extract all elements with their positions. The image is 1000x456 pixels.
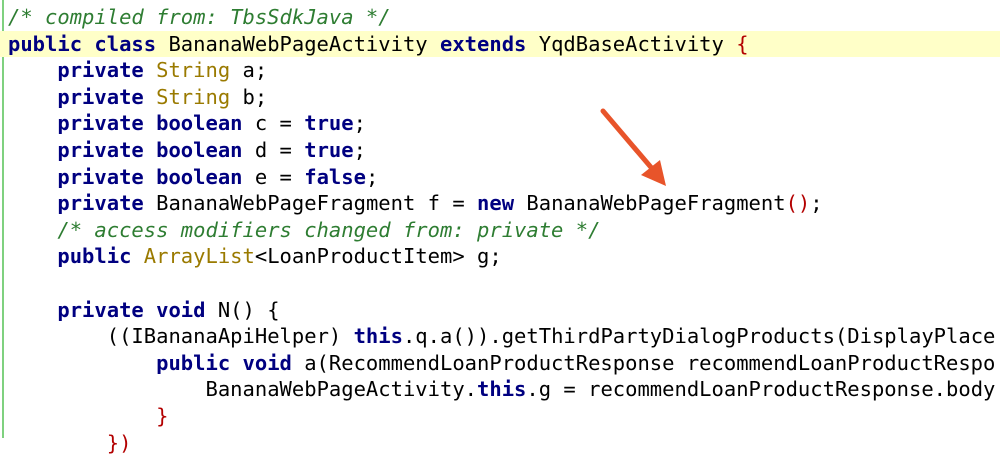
code-line-3: private String a;: [0, 57, 1000, 84]
field-f: BananaWebPageFragment f =: [144, 191, 477, 215]
base-class-name: YqdBaseActivity: [526, 32, 736, 56]
api-call-start: ((IBananaApiHelper): [107, 324, 354, 348]
type-boolean: boolean: [156, 165, 242, 189]
open-brace: {: [736, 32, 748, 56]
keyword-public-class: public class: [8, 32, 156, 56]
code-line-17: }): [0, 430, 1000, 456]
field-b: b;: [230, 85, 267, 109]
method-n-signature: N() {: [205, 298, 279, 322]
code-line-7: private boolean e = false;: [0, 164, 1000, 191]
keyword-private: private: [57, 191, 143, 215]
callback-signature: a(RecommendLoanProductResponse recommend…: [292, 351, 996, 375]
semicolon: ;: [810, 191, 822, 215]
close-partial: }): [107, 431, 132, 455]
keyword-private: private: [57, 165, 143, 189]
comment-compiled-from: /* compiled from: TbsSdkJava */: [8, 5, 391, 29]
close-brace: }: [156, 404, 168, 428]
keyword-private: private: [57, 85, 143, 109]
keyword-public: public: [57, 244, 131, 268]
keyword-private: private: [57, 138, 143, 162]
type-string: String: [156, 85, 230, 109]
comment-access-modifiers: /* access modifiers changed from: privat…: [57, 218, 600, 242]
literal-true: true: [304, 138, 353, 162]
literal-true: true: [304, 111, 353, 135]
code-line-4: private String b;: [0, 84, 1000, 111]
keyword-this: this: [354, 324, 403, 348]
constructor-call: BananaWebPageFragment: [514, 191, 786, 215]
code-line-5: private boolean c = true;: [0, 110, 1000, 137]
code-line-8: private BananaWebPageFragment f = new Ba…: [0, 190, 1000, 217]
type-arraylist: ArrayList: [144, 244, 255, 268]
code-line-2: public class BananaWebPageActivity exten…: [0, 31, 1000, 58]
code-line-16: }: [0, 403, 1000, 430]
keyword-private: private: [57, 111, 143, 135]
assignment-target: BananaWebPageActivity.: [205, 377, 477, 401]
parens: (): [786, 191, 811, 215]
code-line-6: private boolean d = true;: [0, 137, 1000, 164]
api-call-rest: .q.a()).getThirdPartyDialogProducts(Disp…: [403, 324, 995, 348]
code-line-14: public void a(RecommendLoanProductRespon…: [0, 350, 1000, 377]
type-boolean: boolean: [156, 138, 242, 162]
field-g: <LoanProductItem> g;: [255, 244, 502, 268]
field-a: a;: [230, 58, 267, 82]
code-line-9: /* access modifiers changed from: privat…: [0, 217, 1000, 244]
class-name: BananaWebPageActivity: [156, 32, 440, 56]
keyword-private-void: private void: [57, 298, 205, 322]
keyword-public-void: public void: [156, 351, 292, 375]
field-c: c =: [243, 111, 305, 135]
semicolon: ;: [354, 111, 366, 135]
type-boolean: boolean: [156, 111, 242, 135]
code-line-12: private void N() {: [0, 297, 1000, 324]
literal-false: false: [304, 165, 366, 189]
keyword-extends: extends: [440, 32, 526, 56]
code-line-11-blank: [0, 270, 1000, 297]
field-e: e =: [243, 165, 305, 189]
keyword-new: new: [477, 191, 514, 215]
keyword-private: private: [57, 58, 143, 82]
semicolon: ;: [354, 138, 366, 162]
keyword-this: this: [477, 377, 526, 401]
type-string: String: [156, 58, 230, 82]
code-line-13: ((IBananaApiHelper) this.q.a()).getThird…: [0, 323, 1000, 350]
semicolon: ;: [366, 165, 378, 189]
field-d: d =: [243, 138, 305, 162]
code-line-10: public ArrayList<LoanProductItem> g;: [0, 243, 1000, 270]
assignment-rest: .g = recommendLoanProductResponse.body: [526, 377, 995, 401]
code-line-15: BananaWebPageActivity.this.g = recommend…: [0, 376, 1000, 403]
code-line-1: /* compiled from: TbsSdkJava */: [0, 4, 1000, 31]
code-editor[interactable]: /* compiled from: TbsSdkJava */ public c…: [0, 4, 1000, 456]
